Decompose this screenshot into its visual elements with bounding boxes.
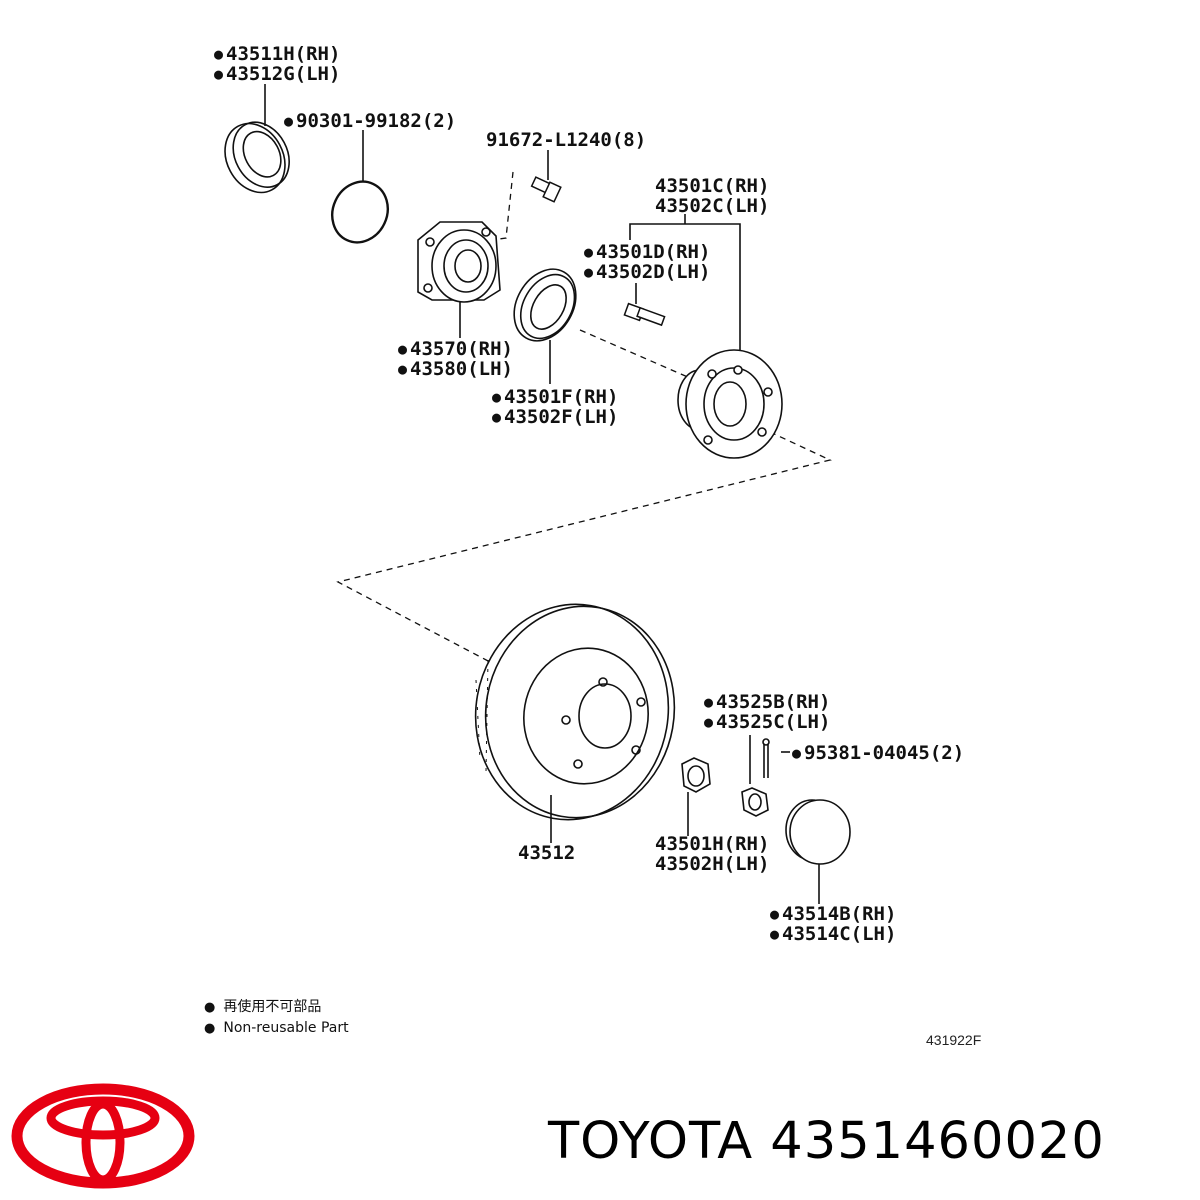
brand-title: TOYOTA 4351460020 bbox=[548, 1112, 1105, 1171]
hub-nut bbox=[681, 757, 711, 793]
lock-cap bbox=[741, 787, 769, 817]
part-label-cotter-pin: 95381-04045(2) bbox=[792, 743, 964, 764]
legend: 再使用不可部品 Non-reusable Part bbox=[204, 997, 349, 1039]
o-ring bbox=[331, 180, 389, 244]
assembly-dashed-line bbox=[477, 171, 514, 243]
part-label-seal-lh: 43512G(LH) bbox=[214, 64, 340, 85]
part-label-bearing-lh: 43580(LH) bbox=[398, 359, 513, 380]
part-label-hub-nut-lh: 43502H(LH) bbox=[655, 853, 770, 875]
part-label-hub-rh: 43501C(RH) bbox=[655, 175, 770, 197]
grease-cap bbox=[785, 799, 851, 865]
part-label-seal-rh: 43511H(RH) bbox=[214, 44, 340, 65]
part-label-hub-nut-rh: 43501H(RH) bbox=[655, 833, 770, 855]
brake-disc bbox=[474, 603, 676, 821]
legend-en: Non-reusable Part bbox=[204, 1018, 348, 1039]
hub-bolt bbox=[623, 302, 666, 327]
part-label-hub-lh: 43502C(LH) bbox=[655, 195, 770, 217]
cotter-pin bbox=[762, 738, 770, 778]
part-label-hub-bolt-rh: 43501D(RH) bbox=[584, 242, 710, 263]
part-label-lock-cap-lh: 43525C(LH) bbox=[704, 712, 830, 733]
part-label-grease-cap-lh: 43514C(LH) bbox=[770, 924, 896, 945]
mounting-bolt bbox=[530, 176, 562, 203]
assembly-dashed-line bbox=[336, 431, 832, 663]
oil-seal-lower bbox=[513, 268, 577, 342]
legend-jp: 再使用不可部品 bbox=[204, 997, 349, 1018]
part-label-lock-cap-rh: 43525B(RH) bbox=[704, 692, 830, 713]
axle-hub bbox=[677, 349, 783, 459]
toyota-logo-icon bbox=[11, 1083, 195, 1189]
part-label-seal-lower-rh: 43501F(RH) bbox=[492, 387, 618, 408]
part-label-bolt: 91672-L1240(8) bbox=[486, 129, 647, 151]
part-label-seal-lower-lh: 43502F(LH) bbox=[492, 407, 618, 428]
assembly-dashed-line bbox=[579, 329, 691, 379]
part-label-grease-cap-rh: 43514B(RH) bbox=[770, 904, 896, 925]
part-label-hub-bolt-lh: 43502D(LH) bbox=[584, 262, 710, 283]
oil-seal-upper bbox=[224, 121, 290, 194]
part-label-disc: 43512 bbox=[518, 842, 576, 864]
hub-bearing bbox=[417, 221, 501, 303]
part-label-bearing-rh: 43570(RH) bbox=[398, 339, 513, 360]
part-label-o-ring: 90301-99182(2) bbox=[284, 111, 456, 132]
figure-code: 431922F bbox=[926, 1032, 982, 1048]
